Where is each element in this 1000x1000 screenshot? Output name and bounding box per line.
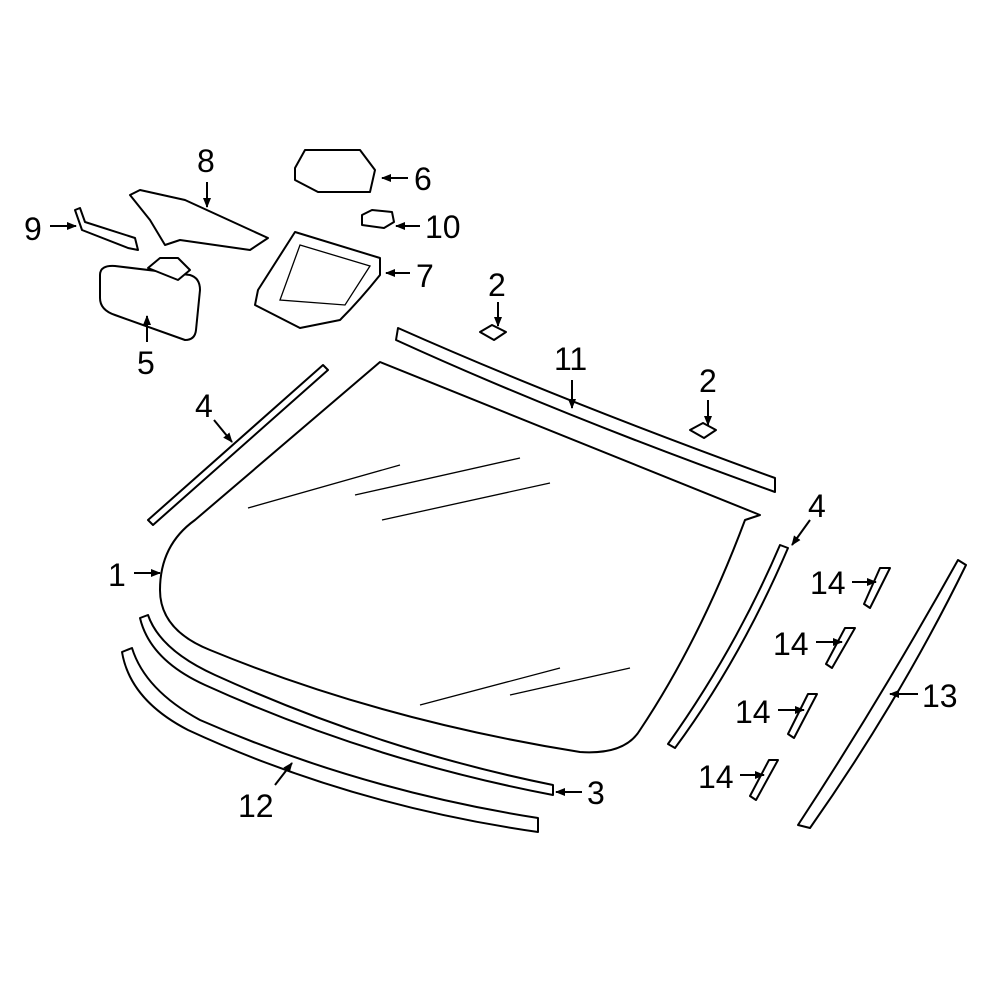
callout-14: 14 xyxy=(735,694,771,730)
callout-7: 7 xyxy=(416,258,434,294)
rear-view-mirror xyxy=(99,264,201,341)
callout-14: 14 xyxy=(698,759,734,795)
mirror-cover xyxy=(129,189,269,251)
callout-9: 9 xyxy=(24,211,42,247)
callout-leaders xyxy=(50,174,918,796)
cowl-seal xyxy=(121,647,539,833)
right-side-molding xyxy=(667,544,789,749)
left-side-molding xyxy=(147,364,329,526)
callout-2: 2 xyxy=(488,267,506,303)
upper-molding xyxy=(395,327,776,493)
callout-14: 14 xyxy=(810,565,846,601)
pillar-molding xyxy=(797,559,967,829)
callout-3: 3 xyxy=(587,775,605,811)
callout-labels: 1 2 2 3 4 4 5 6 7 8 9 10 11 12 13 14 14 … xyxy=(24,143,958,824)
adhesive-pad xyxy=(479,324,507,341)
callout-4: 4 xyxy=(195,388,213,424)
clips xyxy=(749,567,891,801)
callout-8: 8 xyxy=(197,143,215,179)
callout-12: 12 xyxy=(238,788,274,824)
callout-2: 2 xyxy=(699,363,717,399)
callout-4: 4 xyxy=(808,488,826,524)
callout-11: 11 xyxy=(554,341,587,377)
bracket xyxy=(74,207,139,251)
windshield-glass xyxy=(159,361,761,754)
callout-14: 14 xyxy=(773,626,809,662)
callout-6: 6 xyxy=(414,161,432,197)
callout-1: 1 xyxy=(108,557,126,593)
lower-seal xyxy=(139,614,554,796)
rain-sensor xyxy=(294,149,376,193)
callout-10: 10 xyxy=(425,209,461,245)
adhesive-pad xyxy=(689,422,717,439)
callout-13: 13 xyxy=(922,678,958,714)
sensor-housing xyxy=(254,231,381,329)
connector xyxy=(361,209,395,229)
callout-5: 5 xyxy=(137,345,155,381)
